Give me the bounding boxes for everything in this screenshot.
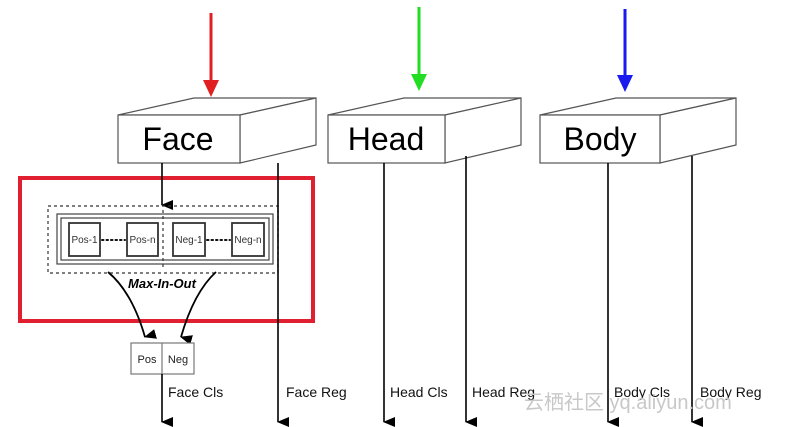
pos-neg-pair: Pos Neg (130, 342, 195, 375)
face-cls-label: Face Cls (168, 384, 223, 400)
pos-merge-arrow (107, 271, 157, 339)
neg-pair-label: Neg (168, 354, 188, 366)
face-input-arrow (203, 13, 219, 97)
body-reg-label: Body Reg (700, 384, 761, 400)
neg-first-cell: Neg-1 (172, 222, 206, 257)
watermark: 云栖社区 yq.aliyun.com (524, 391, 732, 414)
neg-last-cell: Neg-n (231, 222, 265, 257)
body-block-label: Body (564, 121, 637, 157)
pos-first-label: Pos-1 (71, 235, 98, 246)
face-module-highlight (18, 176, 315, 323)
head-block: Head (327, 97, 522, 164)
head-input-arrow (411, 7, 427, 91)
anchor-row-inner (60, 217, 270, 261)
body-cls-label: Body Cls (614, 384, 670, 400)
max-in-out-label: Max-In-Out (128, 276, 197, 291)
neg-merge-arrow (180, 271, 217, 345)
pos-first-cell: Pos-1 (68, 222, 101, 257)
pos-pair-label: Pos (138, 354, 157, 366)
head-block-label: Head (348, 121, 425, 157)
head-cls-label: Head Cls (390, 384, 448, 400)
face-block: Face (117, 97, 317, 164)
pos-last-cell: Pos-n (126, 222, 159, 257)
body-block: Body (539, 97, 737, 164)
neg-last-label: Neg-n (234, 235, 261, 246)
anchor-group-box (47, 205, 279, 274)
pos-last-label: Pos-n (129, 235, 155, 246)
body-input-arrow (617, 9, 633, 92)
face-block-label: Face (142, 121, 213, 157)
face-reg-label: Face Reg (286, 384, 347, 400)
anchor-row-outer (56, 213, 274, 265)
neg-first-label: Neg-1 (175, 235, 203, 246)
head-reg-label: Head Reg (472, 384, 535, 400)
